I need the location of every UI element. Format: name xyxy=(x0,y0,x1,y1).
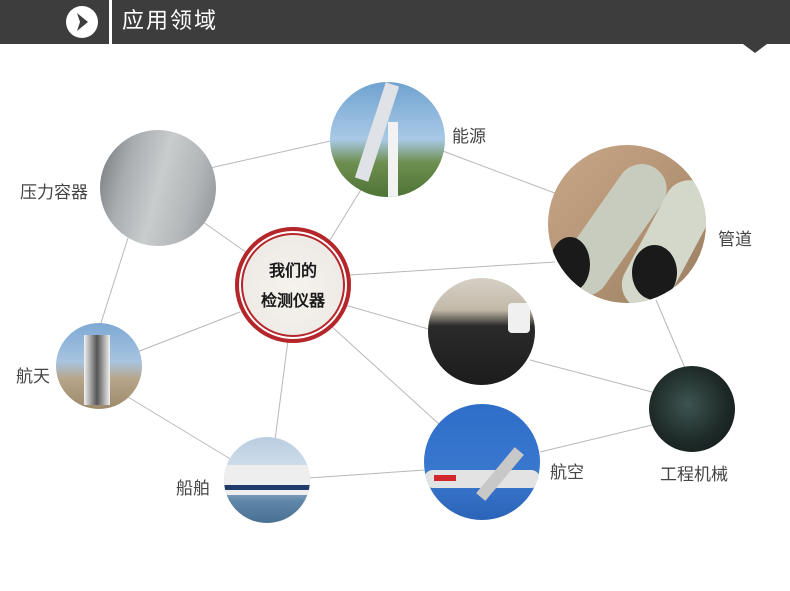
header-divider xyxy=(109,0,112,44)
label-aviation: 航空 xyxy=(550,463,584,483)
label-aerospace: 航天 xyxy=(16,367,50,387)
chevron-right-icon xyxy=(66,6,98,38)
center-hub: 我们的 检测仪器 xyxy=(235,227,351,343)
pipeline-trench-photo xyxy=(548,145,706,303)
section-title: 应用领域 xyxy=(122,9,219,34)
wind-turbine-photo xyxy=(330,82,445,197)
center-line-2: 检测仪器 xyxy=(260,291,325,310)
header-pointer xyxy=(743,44,767,53)
airplane-photo xyxy=(424,404,540,520)
label-ship: 船舶 xyxy=(176,479,210,499)
center-line-1: 我们的 xyxy=(268,261,317,280)
gears-photo xyxy=(649,366,735,452)
ferry-ship-photo xyxy=(224,437,310,523)
rocket-launch-photo xyxy=(56,323,142,409)
pressure-vessel-photo xyxy=(100,130,216,246)
label-pressure-vessel: 压力容器 xyxy=(20,183,88,203)
label-pipeline: 管道 xyxy=(718,230,752,250)
label-energy: 能源 xyxy=(452,127,486,147)
label-machinery: 工程机械 xyxy=(660,465,728,485)
section-header: 应用领域 xyxy=(0,0,790,53)
black-pe-pipes-photo xyxy=(428,278,535,385)
